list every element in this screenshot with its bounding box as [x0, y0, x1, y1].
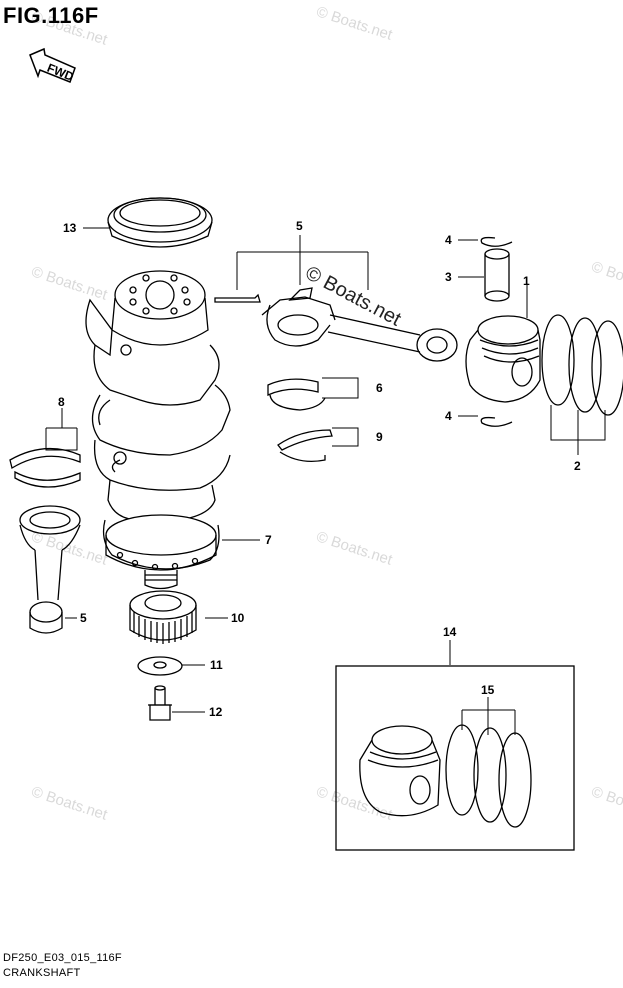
- crank-gear-part: [129, 590, 197, 644]
- callout-4-bottom: 4: [445, 409, 452, 423]
- callout-9: 9: [376, 430, 383, 444]
- connecting-rod-assembly-part: [19, 505, 81, 634]
- figure-title: FIG.116F: [3, 3, 99, 28]
- piston-part: [465, 315, 541, 403]
- callout-labels: 13 5 1 4 3 4 2 6 9 8 7 10 11 12 5 14 15: [58, 219, 581, 719]
- callout-11: 11: [210, 658, 223, 672]
- crank-bolt-part: [148, 685, 172, 721]
- fwd-label: FWD: [45, 61, 76, 84]
- callout-8: 8: [58, 395, 65, 409]
- callout-3: 3: [445, 270, 452, 284]
- figure-name: CRANKSHAFT: [3, 967, 81, 979]
- callout-1: 1: [523, 274, 530, 288]
- figure-code: DF250_E03_015_116F: [3, 952, 122, 964]
- washer-part: [137, 656, 183, 676]
- callout-5-left: 5: [80, 611, 87, 625]
- callout-6: 6: [376, 381, 383, 395]
- circlip-part: [480, 236, 513, 427]
- oil-seal-part: [107, 197, 213, 248]
- bearing-part: [267, 378, 326, 411]
- callout-14: 14: [443, 625, 457, 639]
- fwd-arrow-icon: FWD: [29, 47, 76, 84]
- bearing-part-9: [277, 429, 333, 463]
- callout-4-top: 4: [445, 233, 452, 247]
- piston-rings-part: [541, 314, 623, 416]
- callout-15: 15: [481, 683, 495, 697]
- callout-2: 2: [574, 459, 581, 473]
- callout-12: 12: [209, 705, 223, 719]
- connecting-rod-part: [214, 287, 458, 362]
- crankshaft-part: [85, 270, 231, 590]
- leader-lines: [45, 227, 606, 735]
- callout-13: 13: [63, 221, 77, 235]
- piston-kit-box: [335, 665, 575, 851]
- callout-7: 7: [265, 533, 272, 547]
- piston-pin-part: [484, 248, 510, 302]
- callout-10: 10: [231, 611, 245, 625]
- callout-5-top: 5: [296, 219, 303, 233]
- thrust-bearing-part: [9, 447, 81, 488]
